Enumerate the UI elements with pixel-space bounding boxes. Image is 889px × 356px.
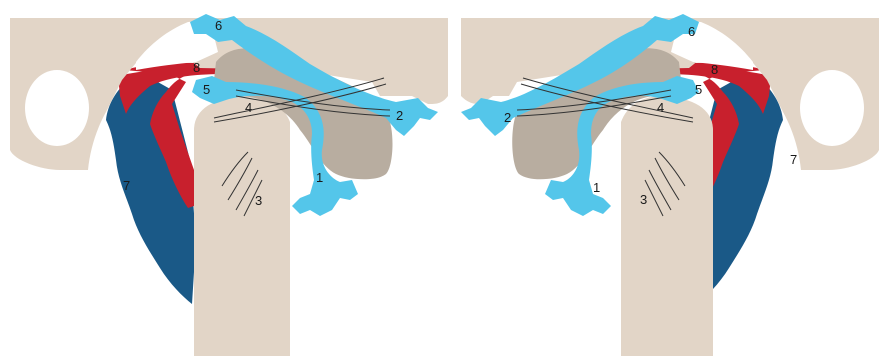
right-bone-column	[621, 96, 713, 356]
left-label-7: 7	[123, 178, 130, 193]
right-label-8: 8	[711, 62, 718, 77]
left-label-5: 5	[203, 82, 210, 97]
left-label-8: 8	[193, 60, 200, 75]
left-label-6: 6	[215, 18, 222, 33]
left-bone-hole	[25, 70, 89, 146]
right-label-3: 3	[640, 192, 647, 207]
right-label-2: 2	[504, 110, 511, 125]
right-label-7: 7	[790, 152, 797, 167]
right-label-6: 6	[688, 24, 695, 39]
right-bone-hole	[800, 70, 864, 146]
left-panel: 1 2 3 4 5 6 7 8	[10, 14, 448, 356]
left-label-2: 2	[396, 108, 403, 123]
right-label-5: 5	[695, 82, 702, 97]
left-bone-column	[194, 96, 290, 356]
left-label-3: 3	[255, 193, 262, 208]
right-label-4: 4	[657, 100, 664, 115]
right-label-1: 1	[593, 180, 600, 195]
left-label-4: 4	[245, 100, 252, 115]
left-label-1: 1	[316, 170, 323, 185]
right-panel	[461, 14, 879, 356]
